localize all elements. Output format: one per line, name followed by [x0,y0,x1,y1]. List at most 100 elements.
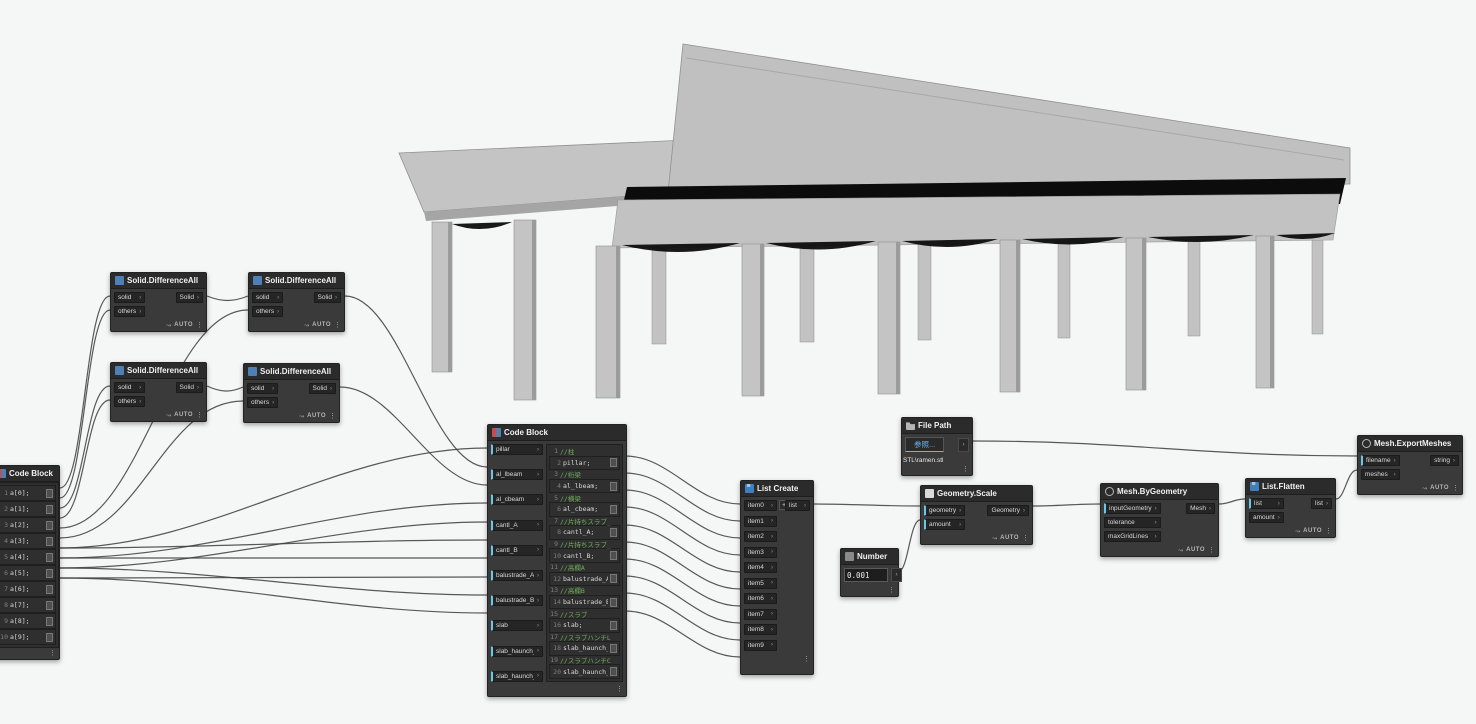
wire[interactable] [1218,498,1246,505]
input-port[interactable]: pillar › [491,444,543,455]
code-output-port[interactable] [610,574,617,584]
input-port-tolerance[interactable]: tolerance › [1104,517,1161,528]
context-menu-icon[interactable]: ⋮ [888,586,895,594]
wire[interactable] [59,539,488,549]
code-output-port[interactable] [610,643,617,653]
code-output-port[interactable] [610,551,617,561]
input-port[interactable]: balustrade_A › [491,570,543,582]
input-port[interactable]: al_cbeam › [491,494,543,506]
node-header[interactable]: Solid.DifferenceAll [244,364,339,380]
context-menu-icon[interactable]: ⋮ [196,321,203,329]
node-header[interactable]: Solid.DifferenceAll [111,363,206,379]
browse-button[interactable]: 参照... [905,437,945,452]
input-port-others[interactable]: others › [252,306,284,317]
input-port-item[interactable]: item3 › [744,546,777,558]
lacing-icon[interactable]: ↝ [1295,528,1301,535]
context-menu-icon[interactable]: ⋮ [1452,484,1459,492]
wire[interactable] [624,455,741,505]
input-port-maxgridlines[interactable]: maxGridLines › [1104,531,1161,542]
node-header[interactable]: Solid.DifferenceAll [249,273,344,289]
lacing-icon[interactable]: ↝ [166,322,172,329]
input-port-solid[interactable]: solid › [252,292,284,303]
wire[interactable] [624,610,741,658]
node-code-block-left[interactable]: Code Block 1 a[0]; 2 a[1]; 3 a[2]; 4 a[3… [0,465,60,660]
wire[interactable] [59,576,488,579]
lacing-label[interactable]: AUTO [307,413,326,419]
wire[interactable] [624,506,741,556]
input-port[interactable]: slab_haunch_L › [491,645,543,657]
code-output-port[interactable] [46,552,53,562]
input-port[interactable]: balustrade_B › [491,595,543,607]
wire[interactable] [206,295,249,302]
output-port[interactable]: › [958,437,969,452]
wire[interactable] [59,447,488,549]
node-header[interactable]: List.Flatten [1246,479,1335,495]
output-port-solid[interactable]: Solid › [313,292,341,303]
node-header[interactable]: Number [841,549,898,565]
code-output-port[interactable] [610,620,617,630]
wire[interactable] [59,399,111,519]
output-port-geometry[interactable]: Geometry › [987,505,1029,516]
lacing-icon[interactable]: ↝ [1178,547,1184,554]
wire[interactable] [59,502,488,559]
node-header[interactable]: Code Block [0,466,59,482]
wire[interactable] [59,385,111,509]
lacing-label[interactable]: AUTO [174,322,193,328]
node-mesh-by-geometry[interactable]: Mesh.ByGeometry inputGeometry › toleranc… [1100,483,1219,557]
input-port-item[interactable]: item0 › [744,500,777,511]
input-port-others[interactable]: others › [114,396,146,407]
output-port-string[interactable]: string › [1430,455,1459,466]
context-menu-icon[interactable]: ⋮ [616,686,623,694]
input-port-geometry[interactable]: geometry › [924,505,966,516]
input-port-solid[interactable]: solid › [114,292,146,303]
lacing-label[interactable]: AUTO [1000,535,1019,541]
code-output-port[interactable] [610,458,617,468]
input-port-item[interactable]: item4 › [744,562,777,574]
input-port-item[interactable]: item7 › [744,608,777,620]
context-menu-icon[interactable]: ⋮ [329,412,336,420]
code-output-port[interactable] [46,488,53,498]
code-output-port[interactable] [46,568,53,578]
input-port-item[interactable]: item9 › [744,639,777,651]
wire[interactable] [1032,503,1101,507]
code-output-port[interactable] [46,600,53,610]
context-menu-icon[interactable]: ⋮ [962,465,969,473]
lacing-label[interactable]: AUTO [1303,528,1322,534]
context-menu-icon[interactable]: ⋮ [196,411,203,419]
code-output-port[interactable] [46,536,53,546]
output-port-solid[interactable]: Solid › [308,383,336,394]
code-editor[interactable]: 1 a[0]; 2 a[1]; 3 a[2]; 4 a[3]; 5 [0,482,59,648]
lacing-label[interactable]: AUTO [312,322,331,328]
context-menu-icon[interactable]: ⋮ [1325,527,1332,535]
lacing-label[interactable]: AUTO [1430,485,1449,491]
node-solid-differenceall-2[interactable]: Solid.DifferenceAll solid › others › Sol… [248,272,345,332]
input-port-item[interactable]: item2 › [744,531,777,543]
input-port[interactable]: slab_haunch_C › [491,670,543,682]
node-solid-differenceall-1[interactable]: Solid.DifferenceAll solid › others › Sol… [110,272,207,332]
output-port-list[interactable]: list › [785,500,810,511]
input-port[interactable]: slab › [491,620,543,632]
code-output-port[interactable] [610,504,617,514]
context-menu-icon[interactable]: ⋮ [803,655,810,663]
input-port-meshes[interactable]: meshes › [1361,469,1400,480]
input-port-item[interactable]: item8 › [744,624,777,636]
output-port-list[interactable]: list › [1311,498,1332,509]
code-editor[interactable]: 1 //柱 2 pillar; 3 //桁梁 4 al_lbeam; [546,444,623,682]
node-geometry-scale[interactable]: Geometry.Scale geometry › amount › Geome… [920,485,1033,545]
node-header[interactable]: Mesh.ByGeometry [1101,484,1218,500]
node-number[interactable]: Number › ⋮ [840,548,902,597]
number-value-input[interactable] [844,568,888,582]
input-port-inputgeometry[interactable]: inputGeometry › [1104,503,1161,514]
lacing-icon[interactable]: ↝ [992,535,998,542]
wire[interactable] [59,567,488,596]
lacing-label[interactable]: AUTO [174,412,193,418]
lacing-label[interactable]: AUTO [1186,547,1205,553]
wire[interactable] [624,524,741,573]
input-port-amount[interactable]: amount › [924,519,966,530]
input-port[interactable]: cantl_A › [491,519,543,531]
lacing-icon[interactable]: ↝ [1422,485,1428,492]
node-list-flatten[interactable]: List.Flatten list › amount › list › [1245,478,1336,538]
input-port-filename[interactable]: filename › [1361,455,1400,466]
output-port-mesh[interactable]: Mesh › [1186,503,1215,514]
